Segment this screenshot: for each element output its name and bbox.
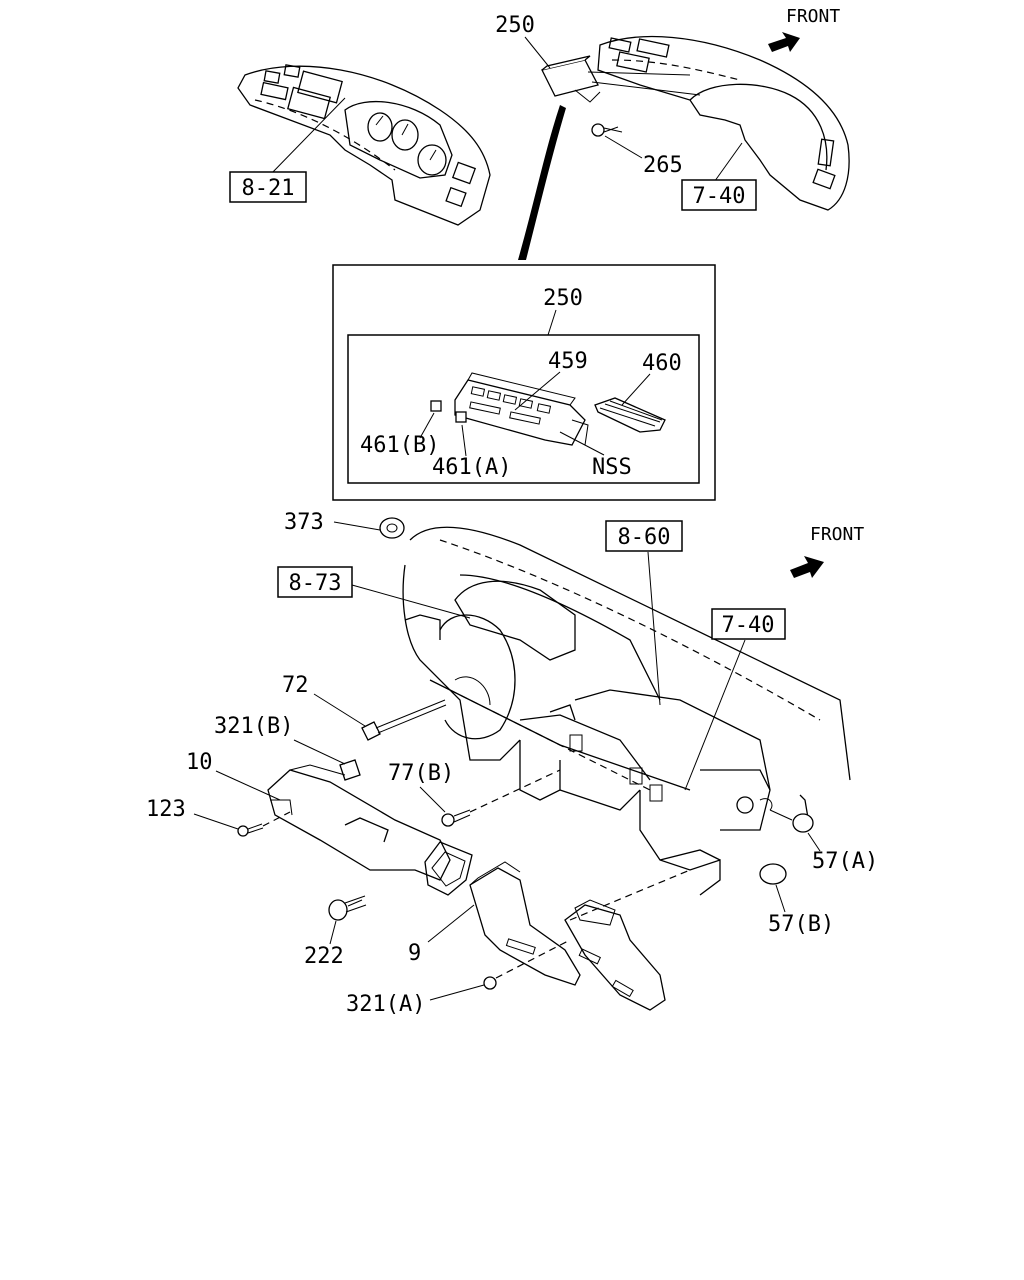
callout-nss: NSS — [592, 455, 632, 480]
callout-10: 10 — [186, 750, 213, 775]
svg-text:8-21: 8-21 — [242, 176, 295, 201]
dashboard-main-frame — [402, 526, 851, 896]
ref-box-8-21[interactable]: 8-21 — [229, 171, 307, 203]
front-arrow-icon — [790, 556, 824, 578]
nut-321a[interactable] — [483, 939, 571, 990]
heater-control-unit-top[interactable] — [541, 55, 701, 103]
ref-box-8-73[interactable]: 8-73 — [277, 566, 353, 598]
duct-10[interactable] — [267, 764, 473, 896]
ref-box-7-40-mid[interactable]: 7-40 — [711, 608, 786, 640]
ref-box-7-40-top[interactable]: 7-40 — [681, 179, 757, 211]
ref-box-8-60[interactable]: 8-60 — [605, 520, 683, 552]
instrument-panel-cluster — [237, 64, 491, 226]
knob-461b[interactable] — [430, 400, 442, 412]
svg-text:8-60: 8-60 — [618, 525, 671, 550]
callout-222: 222 — [304, 944, 344, 969]
callout-57a: 57(A) — [812, 849, 878, 874]
screw-77b[interactable] — [441, 769, 561, 827]
front-arrow-icon — [768, 32, 800, 52]
svg-text:7-40: 7-40 — [693, 184, 746, 209]
svg-text:8-73: 8-73 — [289, 571, 342, 596]
callout-72: 72 — [282, 673, 309, 698]
callout-459: 459 — [548, 349, 588, 374]
screw-123[interactable] — [237, 811, 291, 837]
duct-9[interactable] — [469, 861, 691, 1011]
front-arrow-top: FRONT — [768, 6, 840, 52]
callout-461b: 461(B) — [360, 433, 439, 458]
knob-461a[interactable] — [455, 411, 467, 423]
screw-265[interactable] — [591, 123, 623, 137]
cap-57b[interactable] — [759, 863, 787, 885]
svg-text:FRONT: FRONT — [810, 524, 864, 545]
grommet-373[interactable] — [379, 517, 405, 539]
cap-57a[interactable] — [769, 809, 814, 833]
callout-321a: 321(A) — [346, 992, 425, 1017]
callout-123: 123 — [146, 797, 186, 822]
cover-460[interactable] — [594, 397, 666, 433]
callout-57b: 57(B) — [768, 912, 834, 937]
callout-77b: 77(B) — [388, 761, 454, 786]
callout-460: 460 — [642, 351, 682, 376]
callout-9: 9 — [408, 941, 421, 966]
detail-inset: 250 459 460 461(B) 461 — [332, 264, 716, 501]
callout-265: 265 — [643, 153, 683, 178]
bolt-72[interactable] — [361, 699, 447, 741]
control-panel-459[interactable] — [454, 372, 589, 446]
callout-373: 373 — [284, 510, 324, 535]
dashboard-upper-section — [597, 35, 850, 211]
callout-250-top: 250 — [495, 13, 535, 38]
callout-461a: 461(A) — [432, 455, 511, 480]
inset-leader — [518, 105, 566, 260]
clip-222[interactable] — [328, 895, 367, 921]
callout-250-inset: 250 — [543, 286, 583, 311]
svg-text:7-40: 7-40 — [722, 613, 775, 638]
callout-321b: 321(B) — [214, 714, 293, 739]
front-arrow-lower: FRONT — [790, 524, 864, 578]
svg-text:FRONT: FRONT — [786, 6, 840, 27]
